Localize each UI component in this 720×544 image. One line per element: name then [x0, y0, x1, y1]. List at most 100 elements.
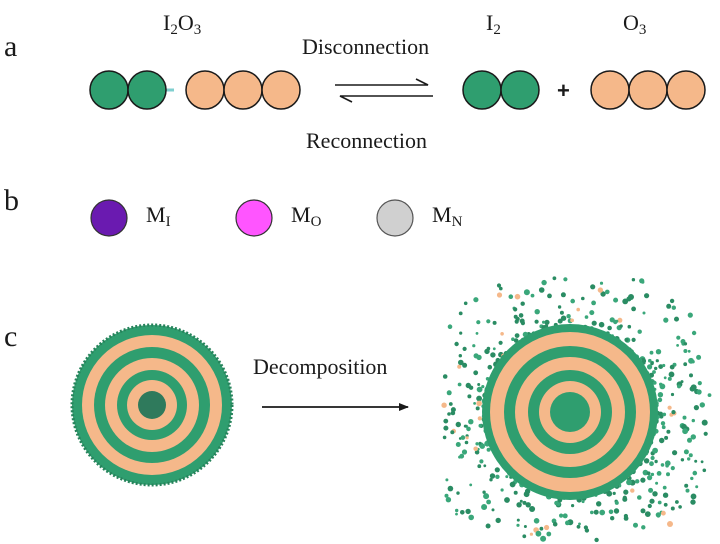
scattered-molecule [689, 373, 693, 378]
scattered-molecule [525, 502, 531, 508]
scattered-molecule [542, 320, 546, 324]
legend-mo-sub: O [310, 214, 322, 230]
scattered-molecule [559, 513, 564, 518]
legend-mi-base: M [146, 202, 166, 227]
scattered-molecule [640, 477, 646, 483]
scattered-molecule [667, 521, 673, 527]
scattered-molecule [683, 349, 688, 353]
scattered-molecule [489, 473, 496, 479]
scattered-molecule [445, 478, 449, 482]
scattered-molecule [627, 324, 632, 329]
scattered-molecule [662, 485, 667, 490]
scattered-molecule [557, 318, 563, 324]
scattered-molecule [447, 324, 453, 330]
product1-sub: 2 [493, 22, 501, 38]
scattered-molecule [663, 376, 667, 380]
scattered-molecule [473, 446, 479, 452]
scattered-molecule [462, 362, 468, 368]
scattered-molecule [458, 455, 462, 459]
scattered-molecule [562, 513, 568, 519]
scattered-molecule [483, 464, 487, 468]
scattered-molecule [475, 406, 480, 411]
scattered-molecule [500, 332, 504, 336]
product2-base: O [623, 10, 639, 35]
scattered-molecule [690, 493, 697, 500]
scattered-molecule [576, 524, 581, 529]
scattered-molecule [702, 468, 707, 473]
scattered-molecule [661, 510, 666, 516]
scattered-molecule [691, 330, 697, 336]
scattered-molecule [541, 279, 547, 286]
scattered-molecule [646, 471, 651, 476]
scattered-molecule [530, 293, 535, 298]
scattered-molecule [447, 485, 454, 492]
legend-label-mn: MN [432, 204, 462, 230]
scattered-molecule [658, 411, 663, 417]
scattered-molecule [538, 287, 545, 293]
scattered-molecule [447, 412, 451, 416]
scattered-molecule [473, 297, 479, 303]
scattered-molecule [650, 455, 655, 461]
scattered-molecule [590, 284, 596, 290]
scattered-molecule [648, 487, 654, 493]
scattered-molecule [458, 359, 464, 366]
scattered-molecule [655, 481, 659, 485]
scattered-molecule [671, 410, 676, 415]
scattered-molecule [486, 346, 491, 351]
scattered-molecule [613, 508, 620, 514]
reactant-base-2: O [177, 10, 194, 35]
decomposition-label: Decomposition [253, 354, 388, 379]
scattered-molecule [498, 340, 503, 345]
scattered-molecule [644, 511, 651, 517]
scattered-molecule [630, 488, 635, 493]
scattered-molecule [442, 435, 447, 440]
scattered-molecule [481, 385, 485, 389]
legend-swatch-mi [90, 199, 128, 237]
scattered-molecule [664, 435, 669, 440]
scattered-molecule [473, 402, 476, 405]
scattered-molecule [457, 364, 462, 369]
product-o3-bead-1 [590, 70, 630, 110]
scattered-molecule [581, 296, 585, 301]
scattered-molecule [559, 310, 564, 315]
scattered-molecule [683, 342, 688, 346]
scattered-molecule [591, 320, 597, 326]
scattered-molecule [458, 354, 462, 358]
scattered-molecule [477, 383, 481, 386]
scattered-molecule [563, 277, 568, 282]
plus-sign: + [557, 78, 570, 103]
scattered-molecule [687, 457, 691, 461]
scattered-molecule [613, 297, 619, 303]
scattered-molecule [514, 333, 520, 338]
scattered-molecule [458, 311, 463, 316]
scattered-molecule [482, 490, 486, 494]
scattered-molecule [476, 386, 483, 393]
scattered-molecule [508, 294, 514, 300]
scattered-molecule [584, 528, 590, 533]
scattered-molecule [672, 450, 678, 456]
legend-mo-base: M [291, 202, 311, 227]
scattered-molecule [623, 489, 629, 495]
scattered-molecule [631, 306, 636, 312]
scattered-molecule [680, 380, 684, 384]
scattered-molecule [655, 359, 659, 363]
scattered-molecule [659, 382, 663, 386]
scattered-molecule [688, 357, 694, 364]
reactant-chain [89, 70, 301, 110]
scattered-molecule [657, 397, 663, 403]
scattered-molecule [455, 421, 461, 428]
scattered-molecule [642, 311, 646, 315]
scattered-molecule [685, 488, 690, 493]
scattered-molecule [511, 337, 515, 342]
scattered-molecule [660, 421, 666, 426]
scattered-molecule [662, 363, 666, 368]
scattered-molecule [481, 504, 488, 510]
scattered-molecule [560, 315, 567, 321]
scattered-molecule [660, 463, 665, 467]
scattered-molecule [659, 437, 665, 444]
scattered-molecule [477, 464, 482, 469]
scattered-molecule [475, 332, 479, 335]
assembly-after [441, 276, 712, 543]
scattered-molecule [670, 506, 675, 511]
product-o3-bead-3 [666, 70, 706, 110]
